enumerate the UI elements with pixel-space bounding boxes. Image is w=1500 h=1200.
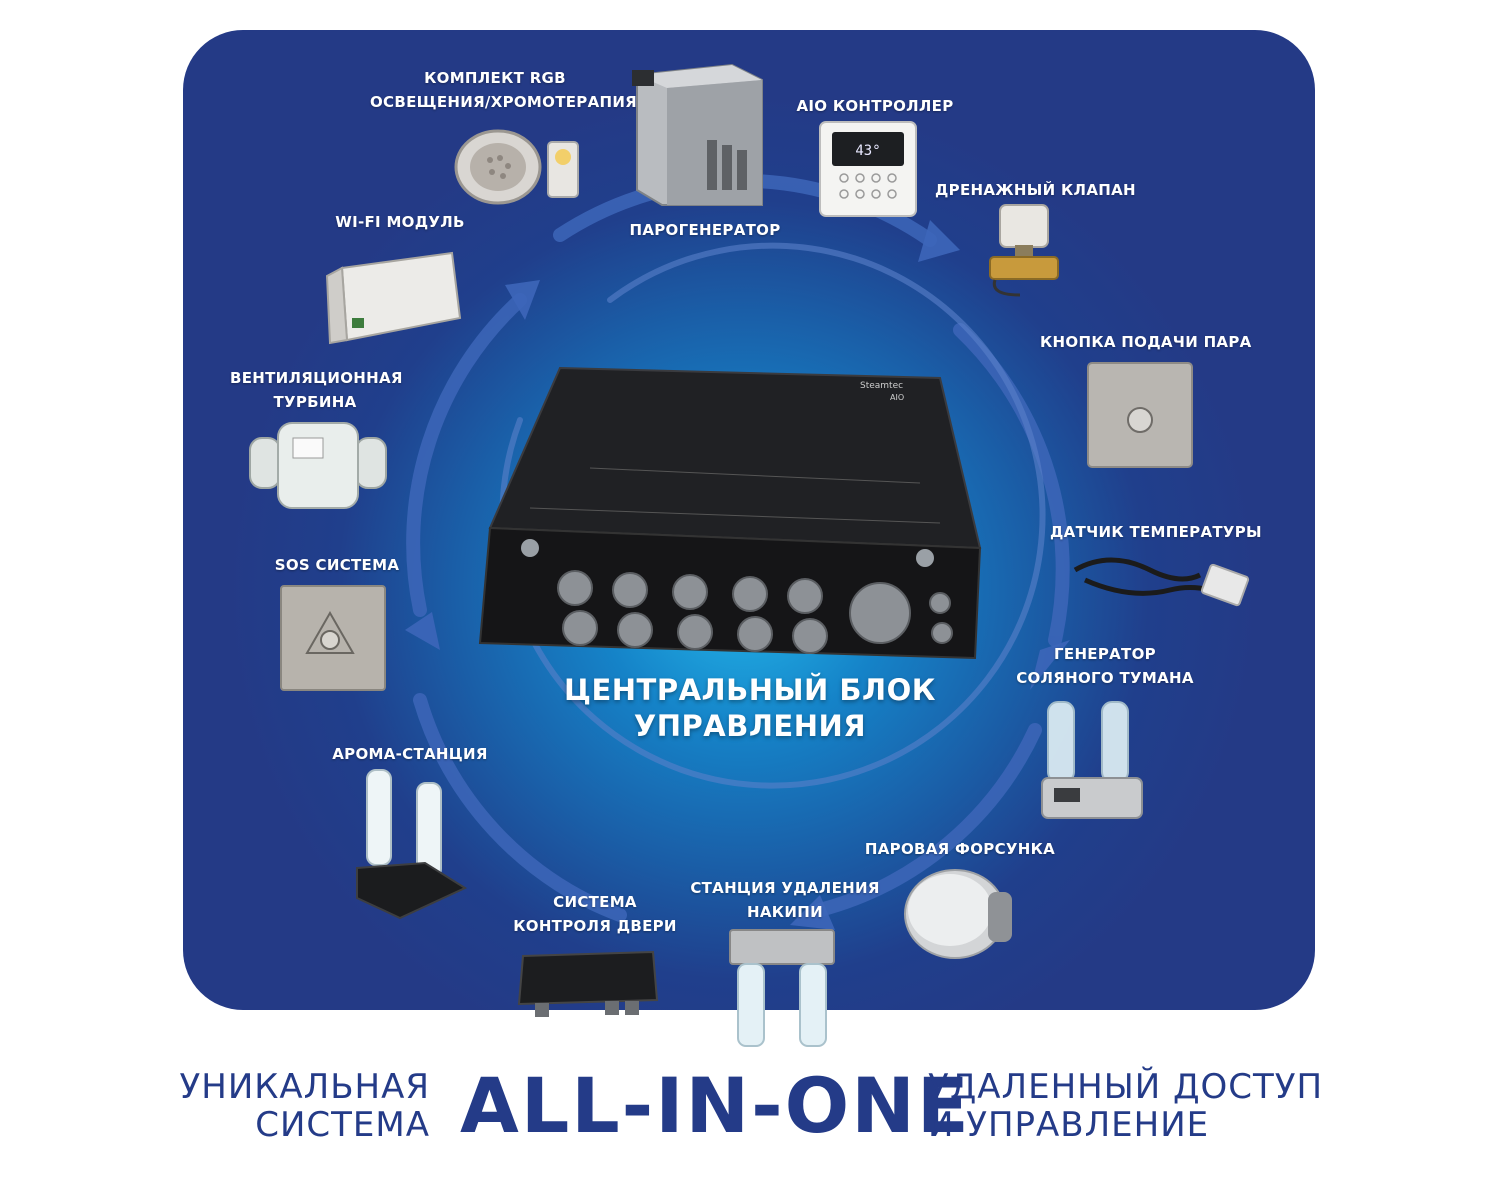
label-aio-controller: AIO КОНТРОЛЛЕР <box>796 97 954 115</box>
footer-right-line2: И УПРАВЛЕНИЕ <box>928 1105 1210 1145</box>
label-salt-line1: ГЕНЕРАТОР <box>1054 645 1156 663</box>
footer-left-line2: СИСТЕМА <box>255 1105 430 1145</box>
label-rgb-kit: КОМПЛЕКТ RGB ОСВЕЩЕНИЯ/ХРОМОТЕРАПИЯ <box>370 66 638 114</box>
descaling-station-image <box>729 929 835 1047</box>
label-steam-generator: ПАРОГЕНЕРАТОР <box>629 221 781 239</box>
inner-ring <box>499 242 1046 789</box>
label-wifi-module: WI-FI МОДУЛЬ <box>335 213 465 231</box>
salt-mist-generator-image <box>1041 701 1143 819</box>
wifi-module-image <box>325 251 462 345</box>
arrowhead-left <box>405 612 440 650</box>
ring-arc-right <box>953 323 1070 647</box>
label-rgb-line1: КОМПЛЕКТ RGB <box>424 69 566 87</box>
arrowhead-upper-left <box>505 280 540 320</box>
footer-left-text: УНИКАЛЬНАЯ СИСТЕМА <box>150 1068 430 1144</box>
footer-left-line1: УНИКАЛЬНАЯ <box>179 1067 430 1107</box>
footer-right-text: УДАЛЕННЫЙ ДОСТУП И УПРАВЛЕНИЕ <box>928 1068 1323 1144</box>
label-door-line1: СИСТЕМА <box>553 893 637 911</box>
central-unit-title-line1: ЦЕНТРАЛЬНЫЙ БЛОК <box>564 673 936 707</box>
door-control-image <box>517 950 659 1017</box>
label-door-control: СИСТЕМА КОНТРОЛЯ ДВЕРИ <box>505 890 685 938</box>
label-descaling-station: СТАНЦИЯ УДАЛЕНИЯ НАКИПИ <box>690 876 880 924</box>
arrowhead-top <box>918 220 960 262</box>
ventilation-turbine-image <box>249 422 387 509</box>
ring-arc-bottom-left <box>413 693 627 922</box>
label-ventilation-turbine: ВЕНТИЛЯЦИОННАЯ ТУРБИНА <box>230 366 403 414</box>
steam-button-image <box>1087 362 1193 468</box>
ring-arc-left <box>406 293 527 617</box>
aio-display-readout: 43° <box>855 143 880 159</box>
central-unit-model: AIO <box>890 393 904 402</box>
drain-valve-image <box>989 204 1059 297</box>
aroma-station-image <box>356 769 468 920</box>
central-control-unit-image: Steamtec AIO <box>478 366 982 660</box>
rgb-lighting-kit-image <box>454 129 579 205</box>
steam-generator-image <box>632 63 763 206</box>
temperature-sensor-image <box>1073 557 1250 607</box>
label-steam-button: КНОПКА ПОДАЧИ ПАРА <box>1040 333 1252 351</box>
central-unit-title: ЦЕНТРАЛЬНЫЙ БЛОК УПРАВЛЕНИЯ <box>540 672 960 744</box>
label-fan-line1: ВЕНТИЛЯЦИОННАЯ <box>230 369 403 387</box>
label-fan-line2: ТУРБИНА <box>273 393 357 411</box>
label-sos-system: SOS СИСТЕМА <box>274 556 400 574</box>
steam-nozzle-image <box>904 869 1012 959</box>
label-descale-line2: НАКИПИ <box>747 903 823 921</box>
label-salt-generator: ГЕНЕРАТОР СОЛЯНОГО ТУМАНА <box>1010 642 1200 690</box>
label-descale-line1: СТАНЦИЯ УДАЛЕНИЯ <box>690 879 880 897</box>
arrowhead-bottom <box>790 895 835 930</box>
sos-system-image <box>280 585 386 691</box>
label-rgb-line2: ОСВЕЩЕНИЯ/ХРОМОТЕРАПИЯ <box>370 93 638 111</box>
label-door-line2: КОНТРОЛЯ ДВЕРИ <box>513 917 677 935</box>
label-steam-nozzle: ПАРОВАЯ ФОРСУНКА <box>864 840 1056 858</box>
label-drain-valve: ДРЕНАЖНЫЙ КЛАПАН <box>935 181 1136 199</box>
central-unit-brand: Steamtec <box>860 381 903 391</box>
aio-controller-image: 43° <box>819 121 917 217</box>
label-temperature-sensor: ДАТЧИК ТЕМПЕРАТУРЫ <box>1050 523 1262 541</box>
arrowhead-right <box>1030 640 1070 690</box>
label-aroma-station: АРОМА-СТАНЦИЯ <box>332 745 488 763</box>
footer-right-line1: УДАЛЕННЫЙ ДОСТУП <box>928 1067 1324 1107</box>
central-unit-title-line2: УПРАВЛЕНИЯ <box>633 709 867 743</box>
ring-arc-bottom-right <box>813 723 1042 917</box>
footer-main-title: ALL-IN-ONE <box>460 1061 971 1150</box>
label-salt-line2: СОЛЯНОГО ТУМАНА <box>1016 669 1194 687</box>
